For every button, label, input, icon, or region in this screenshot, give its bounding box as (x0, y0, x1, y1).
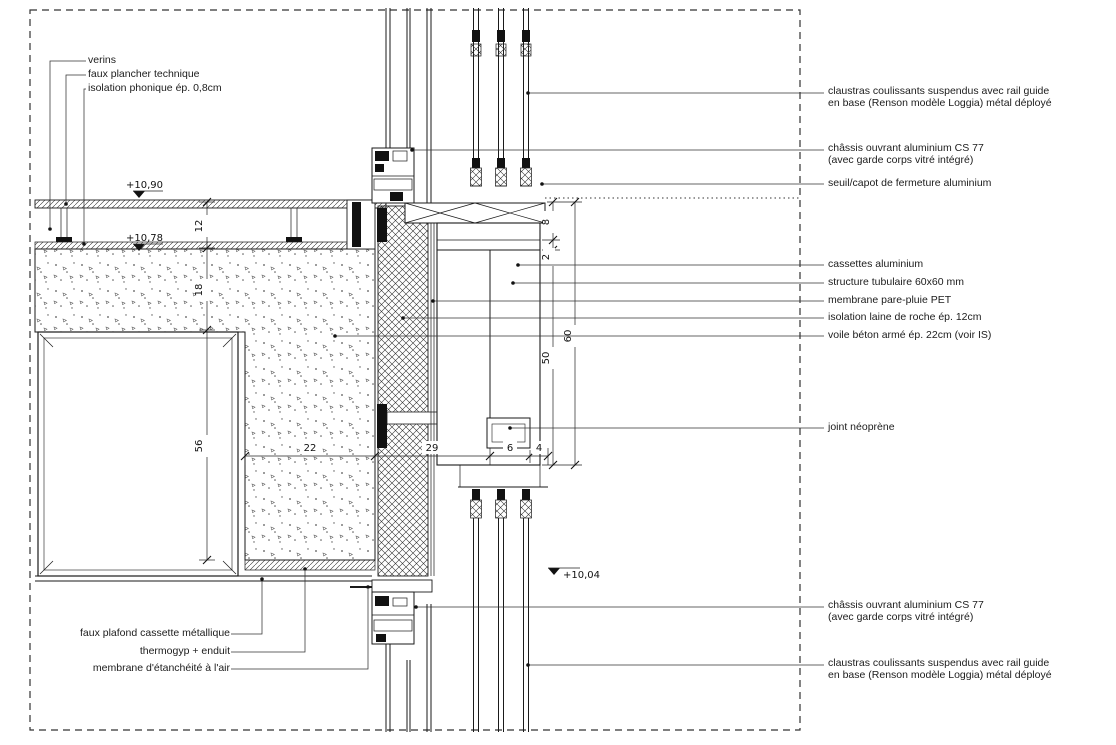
claustra-panel (470, 8, 482, 187)
dim-56: 56 (194, 440, 205, 453)
claustra-panel (495, 8, 507, 187)
drawing-border (29, 9, 801, 731)
level-markers: +10,90 +10,78 +10,04 (126, 180, 600, 581)
claustras-bottom (458, 465, 548, 732)
leader-isolation-phonique (83, 88, 86, 242)
annotation-faux-plancher: faux plancher technique (88, 68, 200, 80)
dim-50: 50 (541, 352, 552, 365)
annotation-structure-tubulaire: structure tubulaire 60x60 mm (828, 276, 964, 288)
dimension-chain-bottom: 22 29 6 4 (240, 441, 553, 465)
annotation-membrane-pare-pluie: membrane pare-pluie PET (828, 294, 952, 306)
rain-screen-membrane (430, 206, 435, 576)
level-1078: +10,78 (126, 233, 163, 251)
dim-29: 29 (426, 443, 439, 454)
annotation-cassettes: cassettes aluminium (828, 258, 924, 270)
fixing-bracket-mid (377, 404, 387, 448)
annotation-membrane-etancheite: membrane d'étanchéité à l'air (92, 662, 230, 674)
dim-8: 8 (541, 219, 552, 225)
annotation-chassis-top: châssis ouvrant aluminium CS 77 (avec ga… (828, 142, 984, 166)
thermogyp-layer (244, 559, 376, 571)
claustras-top (470, 8, 532, 187)
claustra-panel (470, 489, 482, 732)
annotation-chassis-bottom: châssis ouvrant aluminium CS 77 (avec ga… (828, 599, 984, 623)
annotation-seuil-capot: seuil/capot de fermeture aluminium (828, 177, 992, 189)
rockwool-insulation (377, 205, 438, 577)
suspended-ceiling (35, 559, 376, 582)
claustra-panel (520, 8, 532, 187)
floor-plate (34, 199, 387, 209)
sill-closure (371, 579, 433, 593)
floor-pedestal (56, 208, 72, 242)
dim-4: 4 (536, 443, 542, 454)
annotation-voile-beton: voile béton armé ép. 22cm (voir IS) (828, 329, 992, 341)
level-1004: +10,04 (548, 567, 600, 581)
leader-faux-plafond (231, 581, 263, 635)
leader-lines (48, 60, 824, 670)
svg-text:+10,90: +10,90 (126, 180, 163, 191)
leader-thermogyp (231, 571, 306, 653)
raised-floor (34, 199, 387, 250)
dim-12: 12 (194, 220, 205, 233)
slab-edge-steel (346, 199, 376, 250)
annotation-verins: verins (88, 54, 117, 66)
svg-text:+10,04: +10,04 (563, 570, 600, 581)
annotation-faux-plafond: faux plafond cassette métallique (79, 627, 230, 639)
annotation-isolation-laine: isolation laine de roche ép. 12cm (828, 311, 982, 323)
leader-membrane-etancheite (231, 589, 369, 670)
claustra-panel (520, 489, 532, 732)
dim-2: 2 (541, 254, 552, 260)
annotation-joint-neoprene: joint néoprène (828, 421, 895, 433)
dim-22: 22 (304, 443, 317, 454)
annotation-isolation-phonique: isolation phonique ép. 0,8cm (88, 82, 222, 94)
svg-text:+10,78: +10,78 (126, 233, 163, 244)
threshold-capot (404, 202, 546, 224)
leader-faux-plancher (65, 74, 86, 203)
leader-verins (49, 60, 86, 227)
dim-6: 6 (507, 443, 513, 454)
floor-pedestal (286, 208, 302, 242)
window-frame-top (371, 8, 432, 204)
window-frame-bottom (350, 579, 433, 732)
dimension-chain-left: 12 18 56 (194, 197, 215, 565)
annotation-thermogyp: thermogyp + enduit (139, 645, 230, 657)
level-1090: +10,90 (126, 180, 163, 198)
claustra-panel (495, 489, 507, 732)
annotation-claustras-top: claustras coulissants suspendus avec rai… (828, 85, 1052, 109)
dim-18: 18 (194, 284, 205, 297)
fixing-bracket-top (377, 208, 387, 242)
annotation-claustras-bottom: claustras coulissants suspendus avec rai… (828, 657, 1052, 681)
cassette-assembly (436, 222, 541, 466)
